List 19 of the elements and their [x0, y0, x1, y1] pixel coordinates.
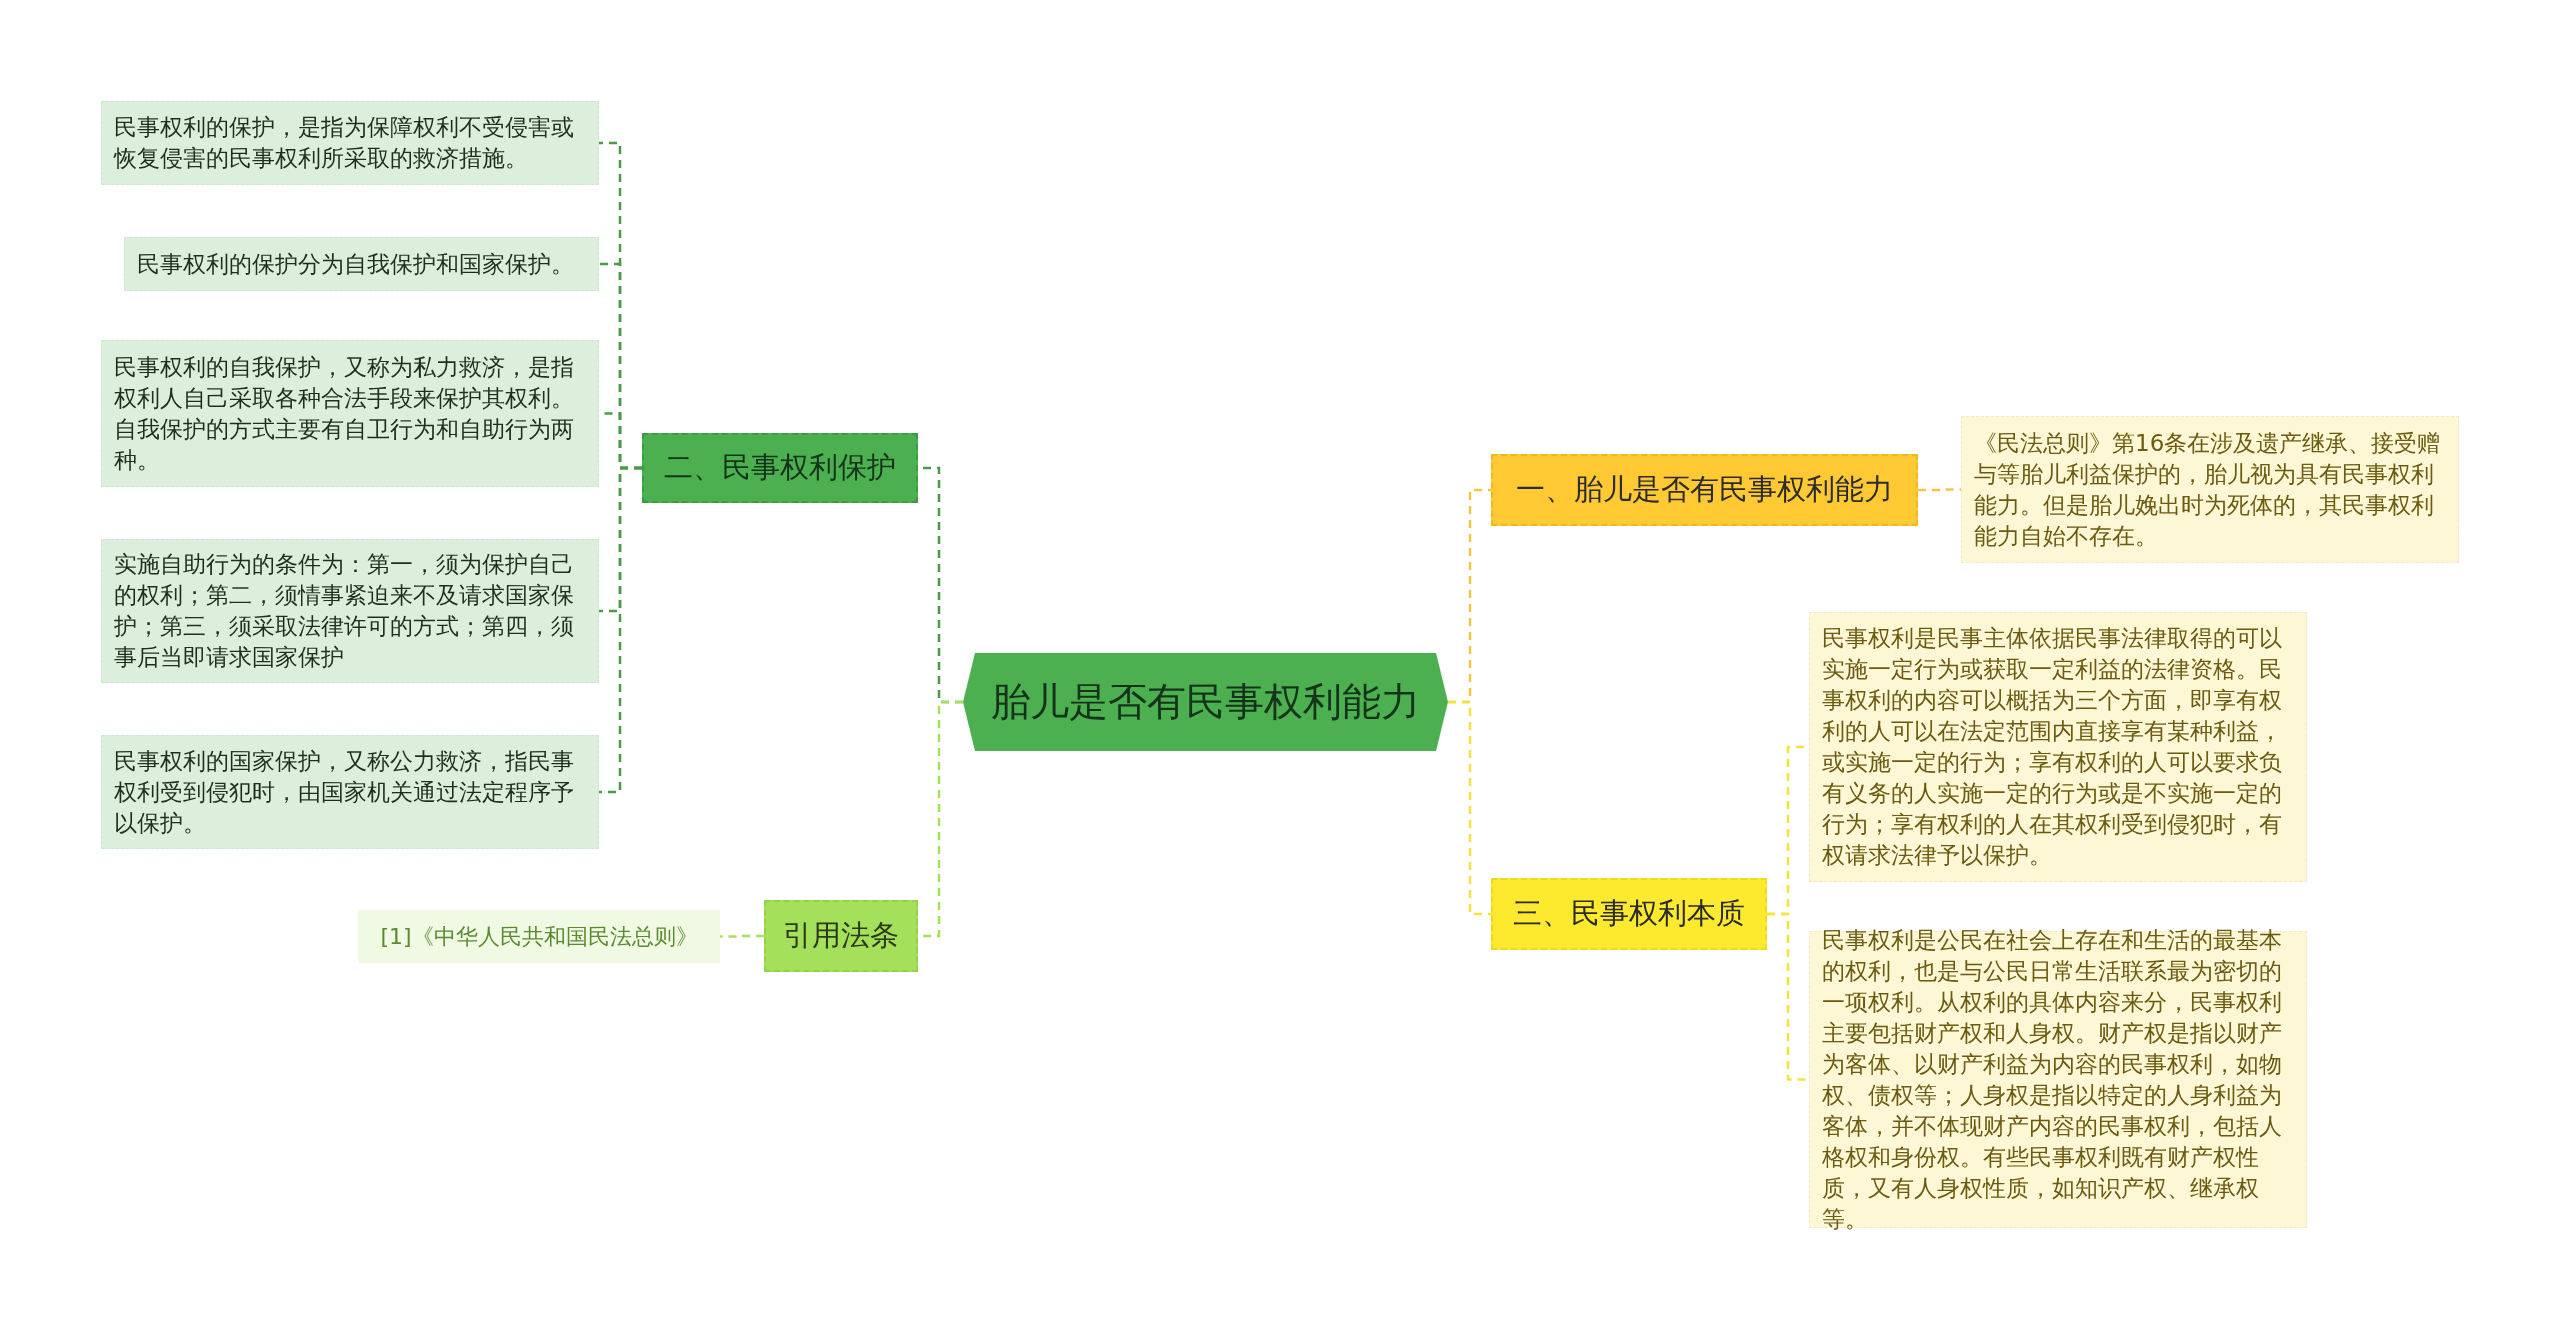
connector-line	[1448, 700, 1491, 916]
connector-line	[1767, 912, 1809, 1081]
branch-topic: 一、胎儿是否有民事权利能力	[1491, 454, 1918, 526]
note-card: 民事权利的保护，是指为保障权利不受侵害或恢复侵害的民事权利所采取的救济措施。	[101, 101, 599, 185]
note-card: 民事权利的国家保护，又称公力救济，指民事权利受到侵犯时，由国家机关通过法定程序予以保护。	[101, 735, 599, 849]
reference-card: [1]《中华人民共和国民法总则》	[358, 910, 720, 963]
branch-topic: 二、民事权利保护	[642, 433, 918, 503]
connector-line	[720, 934, 764, 938]
note-card: 民事权利的自我保护，又称为私力救济，是指权利人自己采取各种合法手段来保护其权利。自我保护的方式主要有自卫行为和自助行为两种。	[101, 340, 599, 487]
note-card: 实施自助行为的条件为：第一，须为保护自己的权利；第二，须情事紧迫来不及请求国家保护；第三，须采取法律许可的方式；第四，须事后当即请求国家保护	[101, 539, 599, 683]
connector-line	[599, 466, 642, 794]
connector-line	[1918, 488, 1961, 492]
branch-topic: 引用法条	[764, 900, 918, 972]
note-card: 民事权利是民事主体依据民事法律取得的可以实施一定行为或获取一定利益的法律资格。民事权利的内容可以概括为三个方面，即享有权利的人可以在法定范围内直接享有某种利益，或实施一定的行为；享有权利的人可以要求负有义务的人实施一定的行为或是不实施一定的行为；享有权利的人在其权利受到侵犯时，有权请求法律予以保护。	[1809, 612, 2307, 882]
note-card: 民事权利是公民在社会上存在和生活的最基本的权利，也是与公民日常生活联系最为密切的一项权利。从权利的具体内容来分，民事权利主要包括财产权和人身权。财产权是指以财产为客体、以财产利益为内容的民事权利，如物权、债权等；人身权是指以特定的人身利益为客体，并不体现财产内容的民事权利，包括人格权和身份权。有些民事权利既有财产权性质，又有人身权性质，如知识产权、继承权等。	[1809, 931, 2307, 1228]
branch-topic: 三、民事权利本质	[1491, 878, 1767, 950]
note-card: 《民法总则》第16条在涉及遗产继承、接受赠与等胎儿利益保护的，胎儿视为具有民事权利能力。但是胎儿娩出时为死体的，其民事权利能力自始不存在。	[1961, 416, 2459, 563]
note-card: 民事权利的保护分为自我保护和国家保护。	[124, 237, 599, 291]
central-topic: 胎儿是否有民事权利能力	[963, 653, 1448, 751]
